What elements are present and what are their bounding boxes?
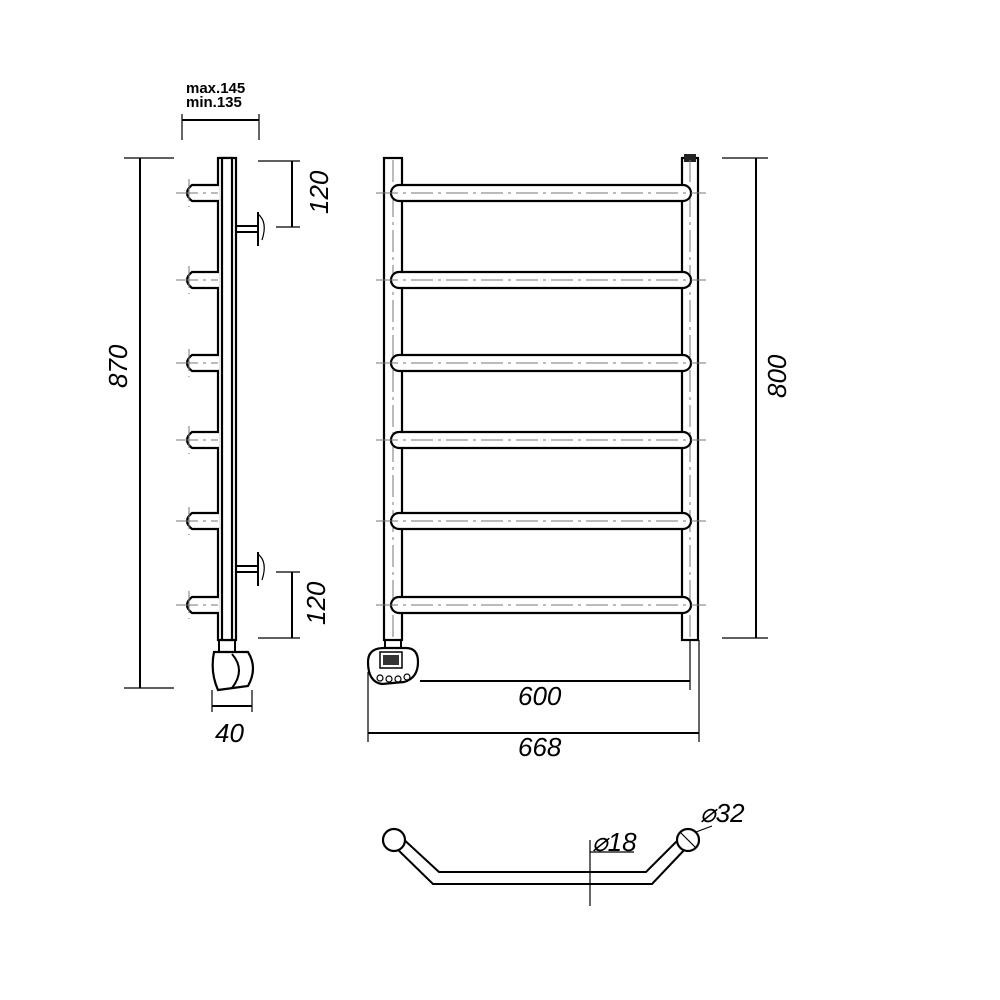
depth-max-label: max.145	[186, 80, 245, 97]
mount-height-dimension: 800	[722, 157, 792, 639]
crossbar-4	[389, 430, 693, 450]
bottom-offset-dimension: 120	[258, 571, 331, 639]
front-crossbars	[376, 183, 706, 615]
overall-width-dimension: 668	[367, 640, 700, 762]
center-distance-label: 600	[518, 681, 562, 711]
crossbar-2	[389, 270, 693, 290]
side-heater: 40	[211, 639, 255, 748]
heater-depth-label: 40	[215, 718, 244, 748]
top-view: ⌀32 ⌀18	[381, 798, 745, 906]
bar-diameter-label: ⌀18	[592, 827, 637, 857]
wall-mount-top	[236, 212, 265, 246]
side-post-inner	[220, 156, 234, 642]
overall-width-label: 668	[518, 732, 562, 762]
right-post-cap	[684, 154, 696, 162]
heater-button-3	[394, 675, 402, 683]
total-height-dimension: 870	[103, 157, 174, 689]
side-crossbar-stubs	[176, 179, 219, 619]
crossbar-1	[389, 183, 693, 203]
total-height-label: 870	[103, 344, 133, 388]
heater-button-2	[385, 675, 393, 683]
top-offset-label: 120	[304, 170, 334, 214]
center-distance-dimension: 600	[420, 640, 691, 711]
post-diameter-label: ⌀32	[700, 798, 745, 828]
crossbar-5	[389, 511, 693, 531]
top-offset-dimension: 120	[258, 160, 334, 228]
side-view: max.145 min.135 40	[103, 80, 334, 748]
heater-button-1	[376, 674, 384, 682]
crossbar-3	[389, 353, 693, 373]
mount-height-label: 800	[762, 354, 792, 398]
wall-mount-bottom	[236, 552, 265, 586]
depth-dimension: max.145 min.135	[181, 80, 260, 140]
left-post-section	[381, 827, 407, 853]
front-view: 800 600 668	[366, 154, 792, 762]
crossbar-6	[389, 595, 693, 615]
depth-min-label: min.135	[186, 94, 242, 111]
heater-button-4	[403, 673, 411, 681]
front-heater	[366, 639, 420, 686]
bottom-offset-label: 120	[301, 581, 331, 625]
